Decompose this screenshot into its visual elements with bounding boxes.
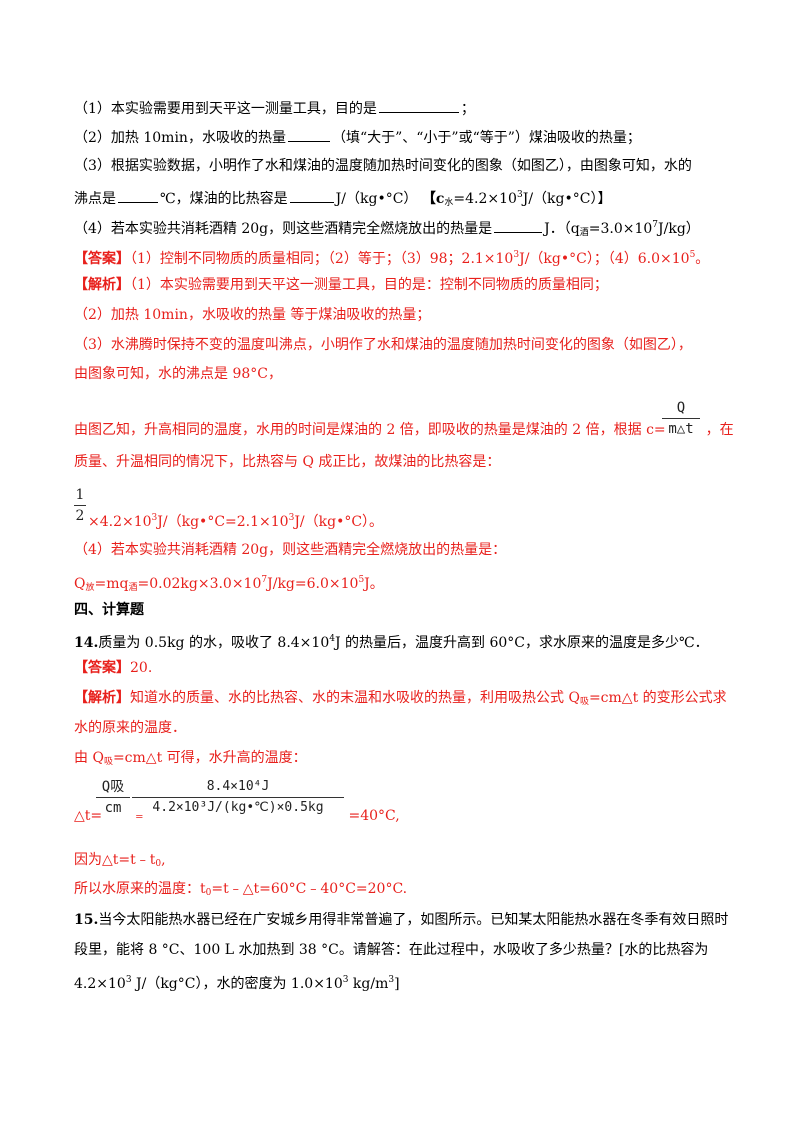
formula-q-over-cm: Q吸 cm	[96, 778, 130, 817]
fraction-half: 1 2	[74, 487, 86, 524]
formula-specific-heat: Q m△t	[662, 399, 700, 438]
q13-analysis-5: ×4.2×103J/（kg•°C=2.1×103J/（kg•°C）。	[88, 513, 384, 530]
q13-answer: 【答案】（1）控制不同物质的质量相同；（2）等于；（3）98；2.1×103J/…	[74, 250, 710, 267]
q13-analysis-3a: （3）水沸腾时保持不变的温度叫沸点，小明作了水和煤油的温度随加热时间变化的图象（…	[74, 337, 692, 353]
q14-analysis-1: 【解析】知道水的质量、水的比热容、水的末温和水吸收的热量，利用吸热公式 Q吸=c…	[74, 690, 727, 707]
formula-substitution: 8.4×10⁴J 4.2×10³J/(kg•℃)×0.5kg	[132, 778, 344, 817]
q14-analysis-2: 水的原来的温度．	[74, 720, 186, 736]
q15-line2: 段里，能将 8 °C、100 L 水加热到 38 °C。请解答：在此过程中，水吸…	[74, 942, 709, 958]
q13-part1: （1）本实验需要用到天平这一测量工具，目的是；	[74, 98, 475, 119]
answer-blank[interactable]	[289, 188, 334, 203]
q13-analysis-4b: 质量、升温相同的情况下，比热容与 Q 成正比，故煤油的比热容是：	[74, 454, 501, 470]
section-heading: 四、计算题	[74, 602, 144, 618]
q13-part2: （2）加热 10min，水吸收的热量（填“大于”、“小于”或“等于”）煤油吸收的…	[74, 127, 641, 148]
q13-analysis-1: 【解析】（1）本实验需要用到天平这一测量工具，目的是：控制不同物质的质量相同；	[74, 277, 608, 293]
q13-part3-line1: （3）根据实验数据，小明作了水和煤油的温度随加热时间变化的图象（如图乙），由图象…	[74, 158, 692, 174]
q14-analysis-4: △t===40°C,	[74, 808, 400, 824]
q14-analysis-3: 由 Q吸=cm△t 可得，水升高的温度：	[74, 750, 307, 767]
answer-blank[interactable]	[118, 188, 158, 203]
q13-analysis-6: （4）若本实验共消耗酒精 20g，则这些酒精完全燃烧放出的热量是：	[74, 542, 507, 558]
q15-line3: 4.2×103 J/（kg°C），水的密度为 1.0×103 kg/m3]	[74, 975, 400, 992]
q13-analysis-4a: 由图乙知，升高相同的温度，水用的时间是煤油的 2 倍，即吸收的热量是煤油的 2 …	[74, 422, 734, 438]
q13-analysis-3b: 由图象可知，水的沸点是 98°C，	[74, 366, 282, 382]
q14-text: 14.质量为 0.5kg 的水，吸收了 8.4×104J 的热量后，温度升高到 …	[74, 634, 709, 651]
answer-blank[interactable]	[378, 98, 459, 113]
q14-analysis-6: 所以水原来的温度：t0=t﹣△t=60°C﹣40°C=20°C.	[74, 881, 408, 898]
q13-analysis-2: （2）加热 10min，水吸收的热量 等于煤油吸收的热量；	[74, 307, 431, 323]
answer-blank[interactable]	[287, 127, 330, 142]
q14-analysis-5: 因为△t=t﹣t0,	[74, 852, 166, 869]
q13-analysis-7: Q放=mq酒=0.02kg×3.0×107J/kg=6.0×105J。	[74, 575, 384, 593]
answer-blank[interactable]	[494, 218, 543, 233]
q15-line1: 15.当今太阳能热水器已经在广安城乡用得非常普遍了，如图所示。已知某太阳能热水器…	[74, 912, 729, 928]
q14-answer: 【答案】20.	[74, 660, 153, 676]
